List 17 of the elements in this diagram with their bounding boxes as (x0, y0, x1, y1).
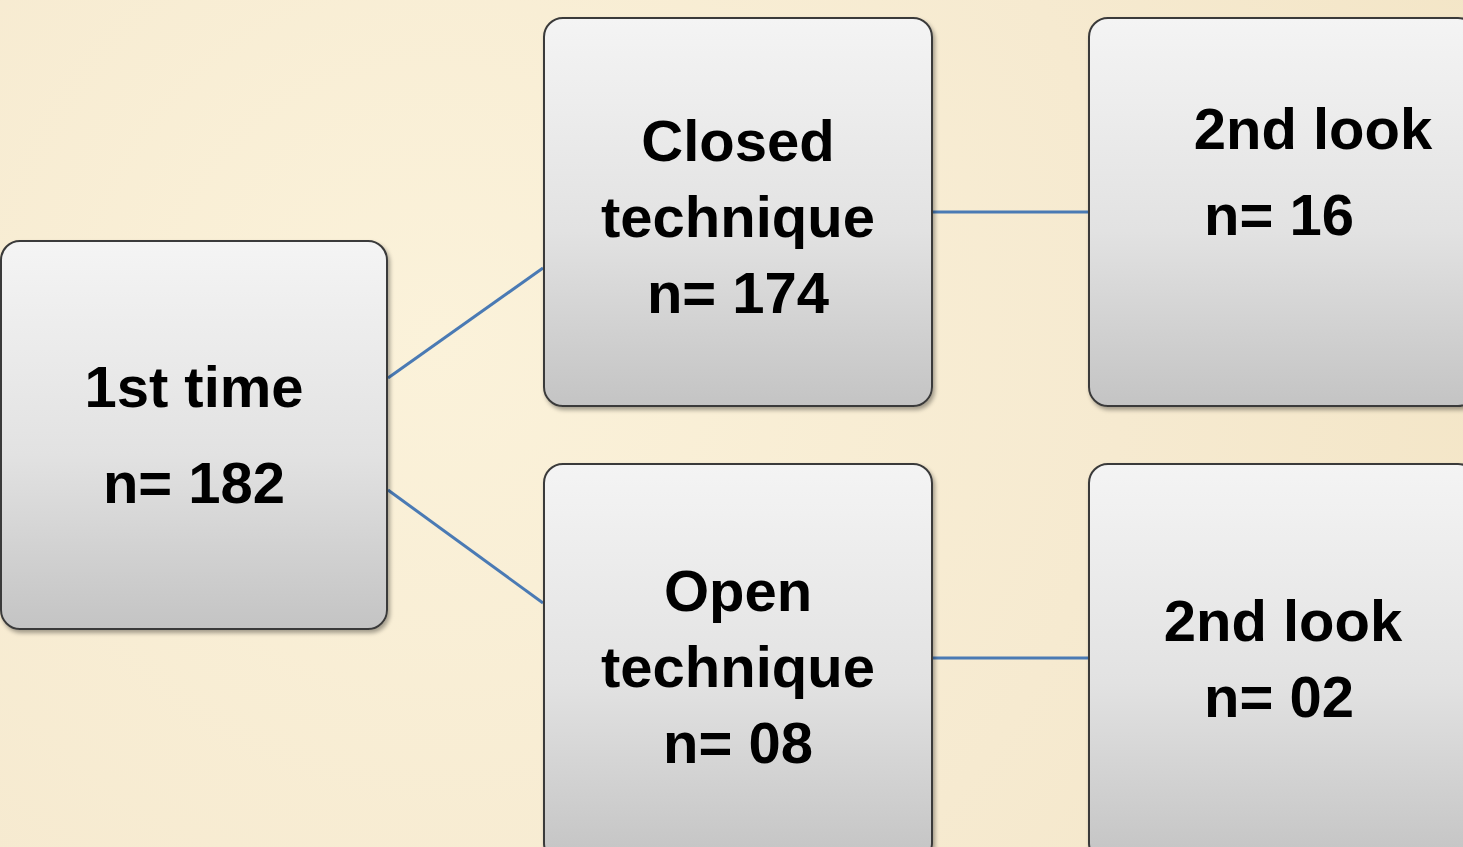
count-label: n= 08 (663, 709, 813, 777)
process-box (1088, 17, 1463, 407)
process-box (1088, 463, 1463, 847)
count-label: n= 16 (1204, 181, 1354, 249)
connector-line (933, 656, 1088, 660)
count-label: n= 174 (646, 259, 830, 327)
count-label: n= 182 (102, 449, 286, 517)
connector-line (387, 488, 544, 605)
connector-line (933, 210, 1088, 214)
connector-line (387, 266, 544, 380)
box-heading: 2nd look (1193, 95, 1433, 163)
box-heading: 2nd look (1163, 587, 1403, 655)
count-label: n= 02 (1204, 663, 1354, 731)
process-box (543, 17, 933, 407)
process-box (0, 240, 388, 630)
process-box (543, 463, 933, 847)
box-heading: 1st time (84, 353, 304, 421)
